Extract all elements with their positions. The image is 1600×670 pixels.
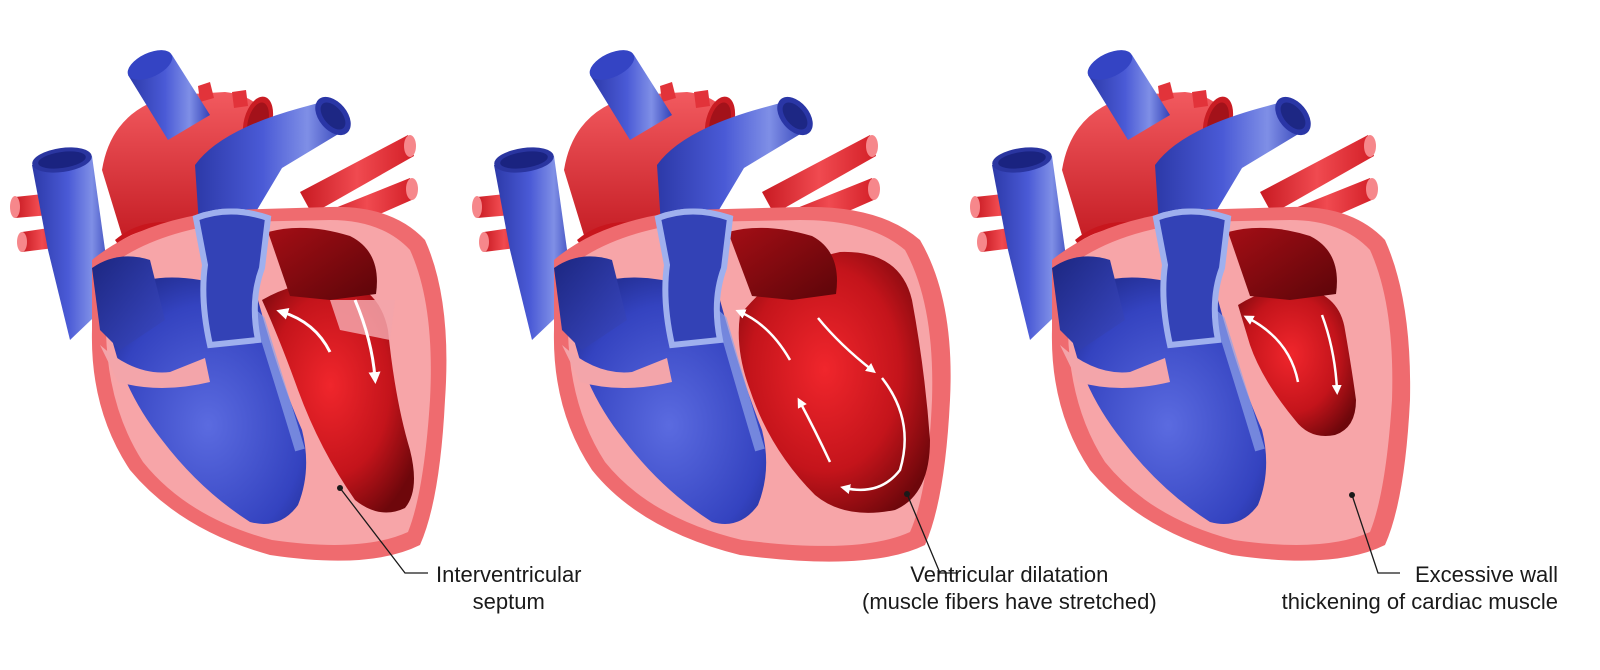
label-wall-thickening: Excessive wall thickening of cardiac mus… (1268, 561, 1558, 615)
label-interventricular-septum: Interventricular septum (436, 561, 582, 615)
flow-arrow (840, 377, 906, 494)
label-line: Ventricular dilatation (910, 562, 1109, 587)
heart-dilated (472, 44, 958, 574)
flow-arrow (276, 308, 332, 353)
left-ventricle-dilated (738, 251, 930, 513)
flow-arrow (1243, 315, 1300, 383)
leader-line (339, 487, 428, 574)
flow-arrow (817, 317, 876, 374)
label-ventricular-dilatation: Ventricular dilatation (muscle fibers ha… (862, 561, 1157, 615)
label-line: septum (472, 589, 545, 614)
label-line: (muscle fibers have stretched) (862, 589, 1157, 614)
flow-arrow (1320, 314, 1342, 395)
leader-line (1351, 494, 1400, 574)
heart-normal (10, 44, 447, 574)
flow-arrow (735, 309, 792, 361)
left-ventricle (262, 281, 414, 513)
label-line: thickening of cardiac muscle (1281, 589, 1558, 614)
label-line: Excessive wall (1414, 562, 1558, 587)
flow-arrow (353, 299, 381, 384)
heart-hypertrophic (970, 44, 1411, 574)
label-line: Interventricular (436, 562, 582, 587)
leader-line (906, 493, 958, 574)
flow-arrow (797, 397, 832, 463)
